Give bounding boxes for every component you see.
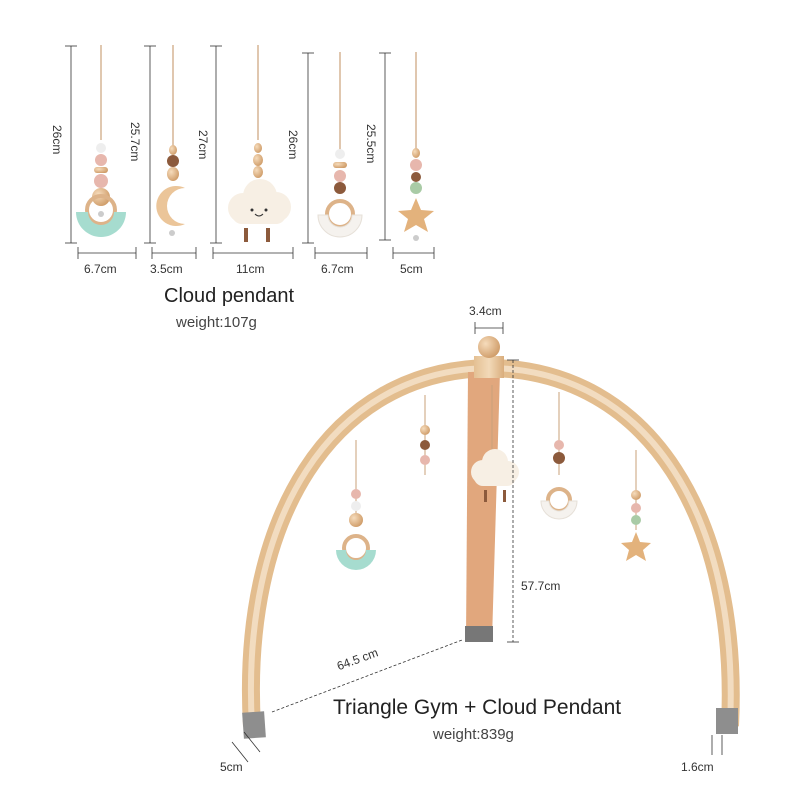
gym-dimensions: [231, 322, 723, 763]
pendant-white-rainbow: [317, 52, 363, 238]
gym-right-foot: 1.6cm: [681, 760, 714, 774]
dim-width-4: 6.7cm: [321, 262, 354, 276]
pendant-cloud: [228, 45, 291, 242]
dim-width-2: 3.5cm: [150, 262, 183, 276]
pendant-weight: weight:107g: [176, 314, 257, 331]
gym-post: [465, 336, 504, 642]
dim-width-5: 5cm: [400, 262, 423, 276]
dim-width-3: 11cm: [236, 262, 265, 276]
dim-height-2: 25.7cm: [128, 122, 142, 162]
gym-pendants: [336, 385, 651, 570]
gym-left-foot: 5cm: [220, 760, 243, 774]
pendant-title: Cloud pendant: [164, 285, 295, 307]
gym-top-width: 3.4cm: [469, 304, 502, 318]
pendant-moon: [156, 45, 185, 236]
dim-height-3: 27cm: [196, 130, 210, 160]
gym-height: 57.7cm: [521, 579, 561, 593]
dim-height-1: 26cm: [50, 125, 64, 155]
dim-width-1: 6.7cm: [84, 262, 117, 276]
dim-height-4: 26cm: [286, 130, 300, 160]
dim-height-5: 25.5cm: [364, 124, 378, 164]
pendant-star: [398, 52, 434, 241]
gym-title: Triangle Gym + Cloud Pendant: [333, 696, 622, 719]
gym-weight: weight:839g: [433, 726, 514, 743]
pendant-rainbow: [76, 45, 126, 237]
pendant-row: [65, 45, 435, 259]
